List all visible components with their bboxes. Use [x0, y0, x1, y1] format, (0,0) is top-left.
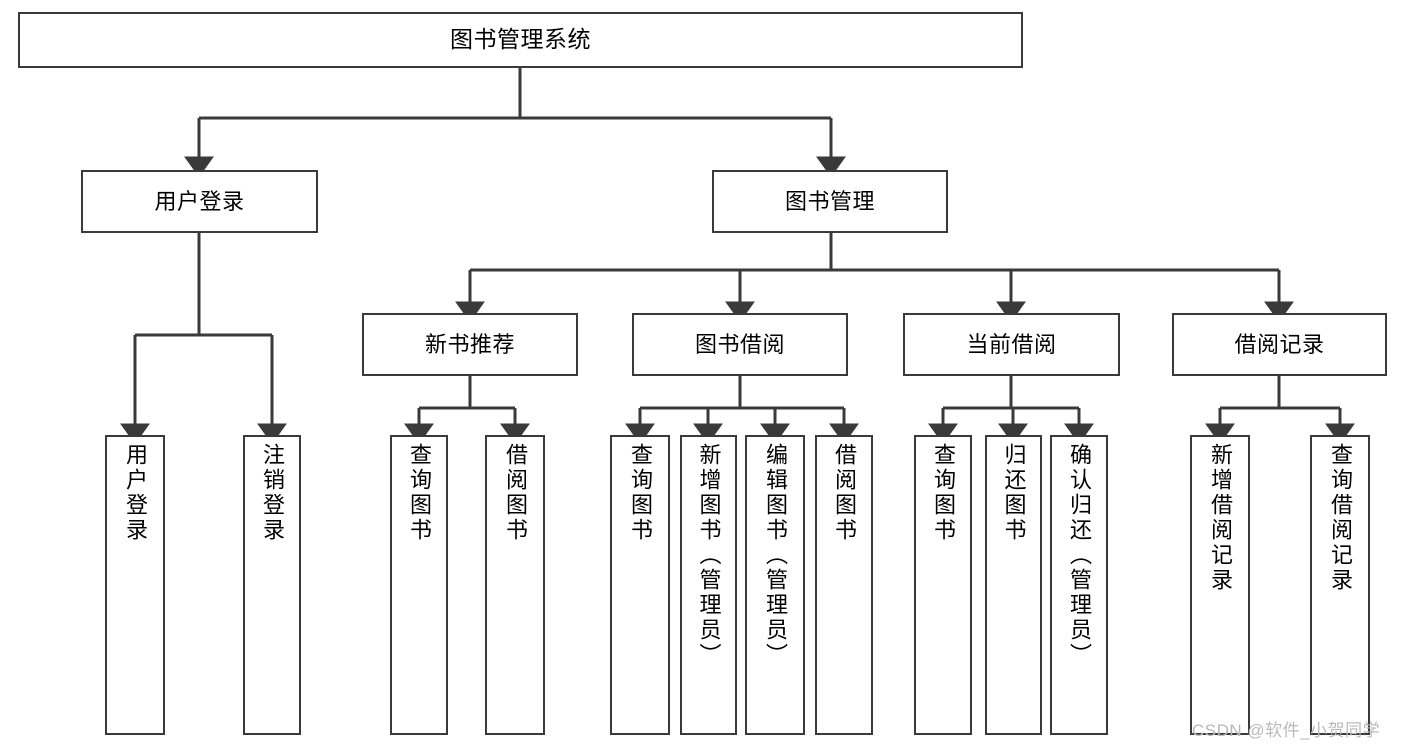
node-label: 编辑图书（管理员）	[763, 443, 788, 668]
node-leaf-user-logout[interactable]: 注销登录	[243, 435, 301, 735]
node-leaf-edit-book[interactable]: 编辑图书（管理员）	[745, 435, 805, 735]
node-leaf-borrow-book-1[interactable]: 借阅图书	[485, 435, 545, 735]
node-leaf-query-book-3[interactable]: 查询图书	[914, 435, 972, 735]
node-label: 查询借阅记录	[1328, 443, 1353, 593]
node-label: 查询图书	[628, 443, 653, 543]
node-label: 用户登录	[123, 443, 148, 543]
node-label: 借阅记录	[1234, 331, 1325, 357]
node-label: 用户登录	[154, 188, 245, 214]
node-new-book-recommend[interactable]: 新书推荐	[362, 313, 578, 376]
node-label: 新增借阅记录	[1208, 443, 1233, 593]
node-current-borrow[interactable]: 当前借阅	[903, 313, 1120, 376]
node-leaf-query-book-2[interactable]: 查询图书	[610, 435, 670, 735]
node-leaf-return-book[interactable]: 归还图书	[985, 435, 1042, 735]
node-leaf-user-login[interactable]: 用户登录	[105, 435, 165, 735]
node-leaf-add-record[interactable]: 新增借阅记录	[1190, 435, 1250, 735]
node-book-borrow[interactable]: 图书借阅	[632, 313, 848, 376]
node-root-system[interactable]: 图书管理系统	[18, 12, 1023, 68]
node-label: 查询图书	[931, 443, 956, 543]
node-leaf-confirm-return[interactable]: 确认归还（管理员）	[1050, 435, 1108, 735]
node-leaf-query-record[interactable]: 查询借阅记录	[1310, 435, 1370, 735]
node-leaf-add-book[interactable]: 新增图书（管理员）	[680, 435, 737, 735]
node-label: 图书借阅	[694, 331, 785, 357]
node-label: 归还图书	[1001, 443, 1027, 543]
node-label: 注销登录	[260, 443, 285, 543]
node-label: 借阅图书	[832, 443, 857, 543]
node-label: 借阅图书	[503, 443, 528, 543]
node-book-manage[interactable]: 图书管理	[712, 170, 948, 233]
node-label: 确认归还（管理员）	[1067, 443, 1092, 668]
node-leaf-borrow-book-2[interactable]: 借阅图书	[815, 435, 873, 735]
node-label: 当前借阅	[966, 331, 1057, 357]
node-label: 查询图书	[407, 443, 432, 543]
node-leaf-query-book-1[interactable]: 查询图书	[390, 435, 448, 735]
node-label: 图书管理	[784, 188, 875, 214]
node-borrow-record[interactable]: 借阅记录	[1172, 313, 1387, 376]
node-user-login[interactable]: 用户登录	[81, 170, 318, 233]
node-label: 新增图书（管理员）	[696, 443, 722, 668]
node-label: 新书推荐	[424, 331, 515, 357]
node-label: 图书管理系统	[450, 26, 591, 53]
